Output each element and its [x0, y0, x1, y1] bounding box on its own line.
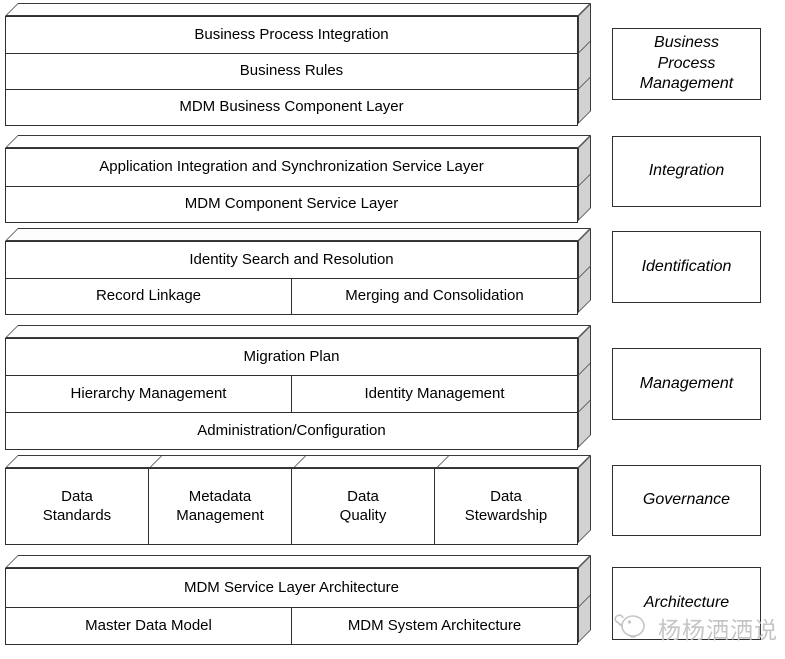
layer-row: Data Standards Metadata Management Data …: [6, 469, 577, 544]
slab-right-face: [578, 555, 591, 643]
slab-right-face: [578, 325, 591, 448]
slab-front-face: Data Standards Metadata Management Data …: [5, 468, 578, 545]
layer-row: Business Rules: [6, 53, 577, 89]
side-divider-line: [579, 77, 590, 89]
layer-label: MDM Service Layer Architecture: [183, 578, 400, 596]
side-divider-line: [579, 363, 590, 375]
layer-label: Merging and Consolidation: [291, 279, 577, 314]
layer-label: Data Quality: [291, 469, 434, 544]
layer-label: Metadata Management: [148, 469, 291, 544]
layer-row: Business Process Integration: [6, 17, 577, 53]
slab-front-face: Application Integration and Synchronizat…: [5, 148, 578, 223]
layer-row: MDM Business Component Layer: [6, 89, 577, 125]
side-label-governance: Governance: [612, 465, 761, 536]
layer-label: Data Standards: [42, 487, 112, 524]
layer-label: Master Data Model: [85, 616, 212, 634]
side-divider-line: [579, 400, 590, 412]
slab-top-face: [5, 228, 591, 241]
watermark-text: 杨杨洒洒说: [658, 616, 778, 643]
slab-right-face: [578, 3, 591, 124]
slab-right-face: [578, 135, 591, 221]
side-divider-line: [579, 266, 590, 278]
watermark: 杨杨洒洒说: [613, 609, 778, 646]
layer-row: Application Integration and Synchronizat…: [6, 149, 577, 186]
slab-top-face: [5, 555, 591, 568]
top-divider-tick: [437, 456, 449, 467]
layer-row: Migration Plan: [6, 339, 577, 375]
layer-label: Business Rules: [239, 62, 344, 80]
side-divider-line: [579, 595, 590, 607]
layer-label: Migration Plan: [243, 347, 340, 365]
side-divider-line: [579, 41, 590, 53]
layer-label: Hierarchy Management: [70, 384, 227, 402]
side-label-integration: Integration: [612, 136, 761, 207]
layer-row: MDM Component Service Layer: [6, 186, 577, 222]
layer-row: Identity Search and Resolution: [6, 242, 577, 278]
slab-front-face: Business Process Integration Business Ru…: [5, 16, 578, 126]
slab-business-process: Business Process Integration Business Ru…: [5, 3, 591, 126]
layer-label: MDM Business Component Layer: [179, 98, 404, 116]
layer-label: MDM System Architecture: [291, 608, 577, 644]
side-label-identification: Identification: [612, 231, 761, 303]
layer-row: Master Data Model MDM System Architectur…: [6, 607, 577, 644]
slab-governance: Data Standards Metadata Management Data …: [5, 455, 591, 545]
slab-integration: Application Integration and Synchronizat…: [5, 135, 591, 223]
chick-icon: [613, 609, 655, 646]
top-divider-tick: [150, 456, 162, 467]
slab-front-face: MDM Service Layer Architecture Master Da…: [5, 568, 578, 645]
slab-management: Migration Plan Hierarchy Management Iden…: [5, 325, 591, 450]
layer-label: MDM Component Service Layer: [184, 195, 399, 213]
slab-top-face: [5, 325, 591, 338]
side-label-business-process-management: Business Process Management: [612, 28, 761, 100]
slab-top-face: [5, 3, 591, 16]
slab-top-face: [5, 455, 591, 468]
slab-top-face: [5, 135, 591, 148]
slab-identification: Identity Search and Resolution Record Li…: [5, 228, 591, 315]
layer-label: Administration/Configuration: [197, 421, 386, 439]
layer-row: MDM Service Layer Architecture: [6, 569, 577, 607]
slab-front-face: Identity Search and Resolution Record Li…: [5, 241, 578, 315]
layer-label: Application Integration and Synchronizat…: [99, 158, 484, 176]
layer-label: Data Stewardship: [434, 469, 577, 544]
layer-row: Hierarchy Management Identity Management: [6, 375, 577, 412]
top-divider-tick: [294, 456, 306, 467]
slab-right-face: [578, 228, 591, 313]
layer-label: Business Process Integration: [194, 25, 389, 43]
slab-architecture: MDM Service Layer Architecture Master Da…: [5, 555, 591, 645]
layer-row: Record Linkage Merging and Consolidation: [6, 278, 577, 314]
side-label-management: Management: [612, 348, 761, 420]
slab-right-face: [578, 455, 591, 543]
layer-label: Identity Management: [291, 376, 577, 412]
layer-label: Record Linkage: [95, 287, 202, 305]
side-divider-line: [579, 174, 590, 186]
layer-label: Identity Search and Resolution: [189, 250, 394, 268]
slab-front-face: Migration Plan Hierarchy Management Iden…: [5, 338, 578, 450]
layer-row: Administration/Configuration: [6, 412, 577, 449]
